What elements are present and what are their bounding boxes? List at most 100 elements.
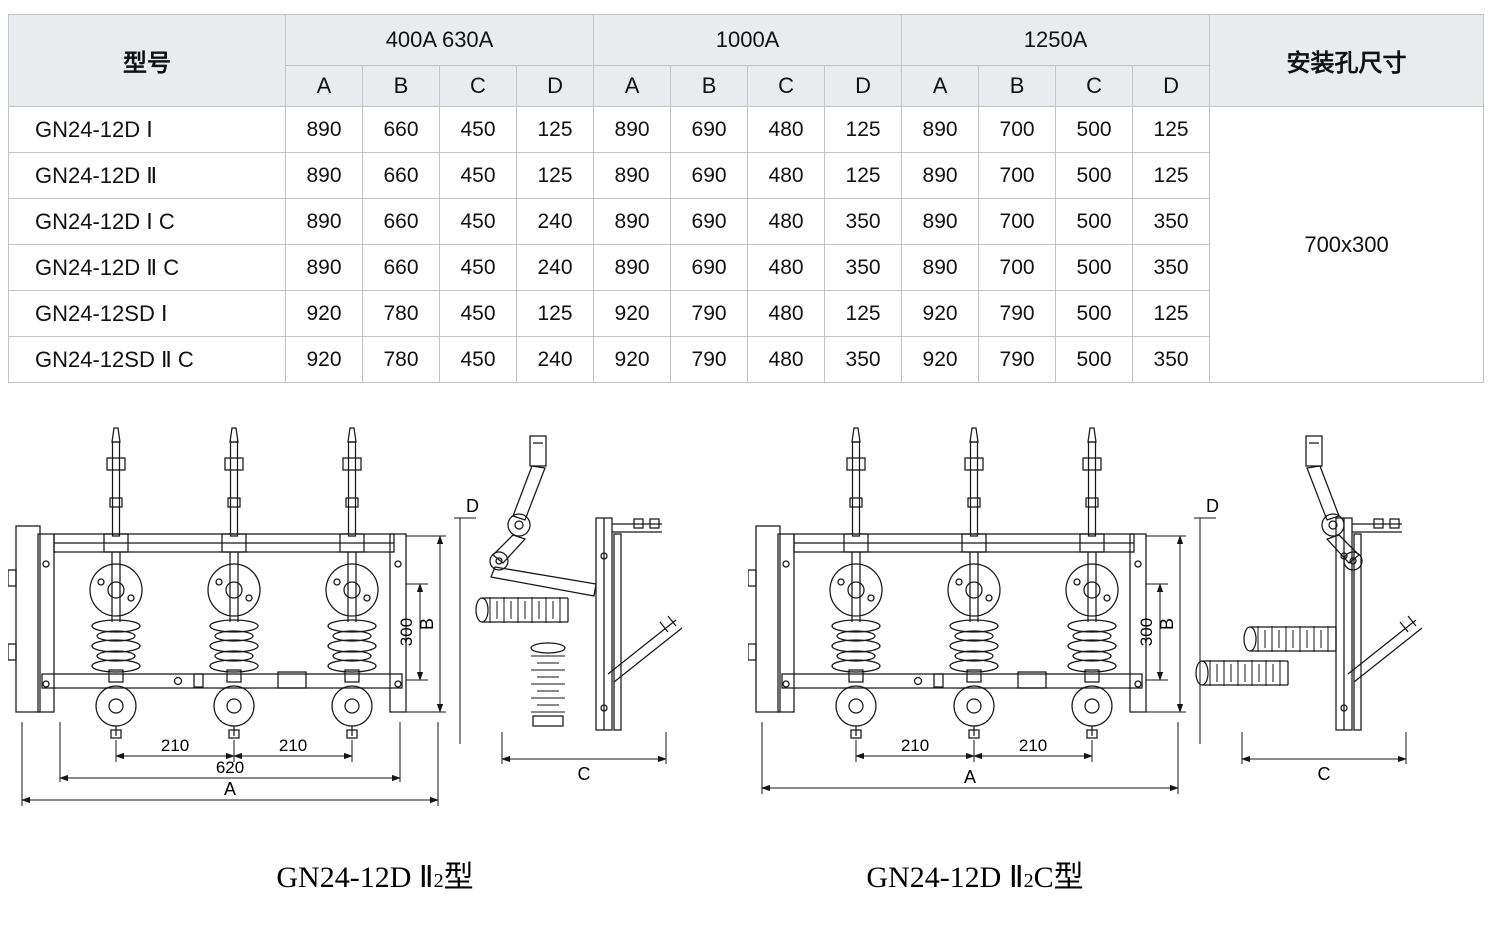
front-dimensions: 210 210 620 A 300 B [21, 535, 446, 806]
spec-cell: 790 [670, 290, 749, 337]
table-row: GN24-12D Ⅰ 890 660 450 125 890 690 480 1… [8, 106, 1485, 383]
spec-cell: 890 [285, 106, 363, 153]
spec-cell: 690 [670, 198, 749, 245]
spec-cell: 480 [747, 152, 826, 199]
model-cell: GN24-12SD Ⅱ C [8, 336, 286, 383]
spec-cell: 240 [515, 198, 595, 245]
spec-cell: 350 [824, 336, 903, 383]
subcol-header: A [901, 65, 980, 107]
spec-cell: 350 [824, 198, 903, 245]
spec-cell: 920 [593, 336, 672, 383]
spec-cell: 690 [670, 152, 749, 199]
subcol-header: C [747, 65, 826, 107]
spec-cell: 450 [439, 198, 517, 245]
subcol-header: D [1132, 65, 1211, 107]
spec-cell: 480 [747, 106, 826, 153]
model-column-header: 型号 [8, 14, 286, 107]
spec-cell: 890 [901, 198, 980, 245]
spec-cell: 890 [593, 244, 672, 291]
spec-cell: 890 [901, 106, 980, 153]
side-view: D C [454, 435, 683, 784]
terminal-blade [607, 615, 683, 683]
model-cell: GN24-12D Ⅱ C [8, 244, 286, 291]
figure-caption-1: GN24-12D Ⅱ2型 [276, 852, 473, 896]
spec-cell: 350 [1132, 244, 1211, 291]
spec-cell: 125 [1132, 152, 1211, 199]
spec-cell: 690 [670, 244, 749, 291]
dim-label-overall-width: A [224, 779, 236, 799]
dim-label-overall-width: A [964, 767, 976, 787]
spec-cell: 890 [593, 106, 672, 153]
spec-cell: 700 [978, 244, 1057, 291]
spec-cell: 660 [362, 198, 440, 245]
spec-cell: 450 [439, 244, 517, 291]
spec-cell: 690 [670, 106, 749, 153]
caption-subscript: 2 [1023, 870, 1034, 892]
spec-cell: 125 [1132, 106, 1211, 153]
front-view [8, 427, 407, 739]
spec-cell: 480 [747, 244, 826, 291]
table-row: GN24-12D Ⅱ 890 660 450 125 890 690 480 1… [8, 152, 1484, 199]
dim-label-height-value: 300 [1137, 618, 1156, 646]
spec-cell: 660 [362, 244, 440, 291]
current-group-header: 1250A [901, 14, 1211, 66]
spec-cell: 780 [362, 336, 440, 383]
spec-cell: 920 [901, 336, 980, 383]
current-group-header: 400A 630A [284, 14, 595, 66]
operating-lever [1305, 435, 1363, 571]
spec-cell: 125 [824, 152, 903, 199]
spec-cell: 790 [670, 336, 749, 383]
spec-cell: 125 [515, 290, 595, 337]
spec-cell: 780 [362, 290, 440, 337]
spec-cell: 920 [901, 290, 980, 337]
spec-cell: 500 [1055, 152, 1134, 199]
spec-cell: 890 [285, 198, 363, 245]
table-row: GN24-12D Ⅱ C 890 660 450 240 890 690 480… [8, 244, 1484, 291]
subcol-header: A [593, 65, 672, 107]
model-cell: GN24-12SD Ⅰ [8, 290, 286, 337]
switch-frame [748, 525, 1147, 713]
spec-cell: 125 [515, 106, 595, 153]
dim-label-top-letter: D [466, 496, 479, 516]
spec-cell: 920 [593, 290, 672, 337]
spec-cell: 890 [285, 152, 363, 199]
front-dimensions: 210 210 A 300 B [761, 535, 1186, 794]
dim-label-top-letter: D [1206, 496, 1219, 516]
spec-cell: 920 [285, 336, 363, 383]
mount-hole-header: 安装孔尺寸 [1209, 14, 1485, 107]
dim-label-spacing1: 210 [161, 736, 189, 755]
subcol-header: B [362, 65, 440, 107]
spec-cell: 450 [439, 290, 517, 337]
figure-gn24-12d-2-drawing: 210 210 620 A 300 B [8, 427, 683, 806]
dim-label-spacing2: 210 [1019, 736, 1047, 755]
spec-cell: 660 [362, 106, 440, 153]
spec-cell: 240 [515, 244, 595, 291]
pole-left [89, 427, 143, 739]
subcol-header: D [515, 65, 595, 107]
spec-cell: 500 [1055, 336, 1134, 383]
model-cell: GN24-12D Ⅰ C [8, 198, 286, 245]
mount-hole-value: 700x300 [1209, 106, 1485, 383]
spec-cell: 450 [439, 152, 517, 199]
dim-label-depth-letter: C [578, 764, 591, 784]
dim-label-spacing1: 210 [901, 736, 929, 755]
table-header-row-1: 型号 400A 630A 1000A 1250A 安装孔尺寸 [8, 14, 1485, 107]
pole-center [207, 427, 261, 739]
dim-label-spacing2: 210 [279, 736, 307, 755]
spec-cell: 125 [1132, 290, 1211, 337]
subcol-header: C [1055, 65, 1134, 107]
side-mounting-plate [1335, 517, 1403, 731]
dim-label-height-letter: B [417, 618, 437, 630]
spec-cell: 790 [978, 336, 1057, 383]
spec-cell: 500 [1055, 106, 1134, 153]
vertical-insulator [530, 642, 566, 727]
spec-cell: 920 [285, 290, 363, 337]
spec-cell: 480 [747, 336, 826, 383]
table-row: GN24-12SD Ⅰ 920 780 450 125 920 790 480 … [8, 290, 1484, 337]
spec-cell: 890 [901, 244, 980, 291]
pole-right [325, 427, 379, 739]
side-view: D C [1194, 435, 1423, 784]
caption-tail: C型 [1033, 861, 1084, 894]
dim-label-height-value: 300 [397, 618, 416, 646]
